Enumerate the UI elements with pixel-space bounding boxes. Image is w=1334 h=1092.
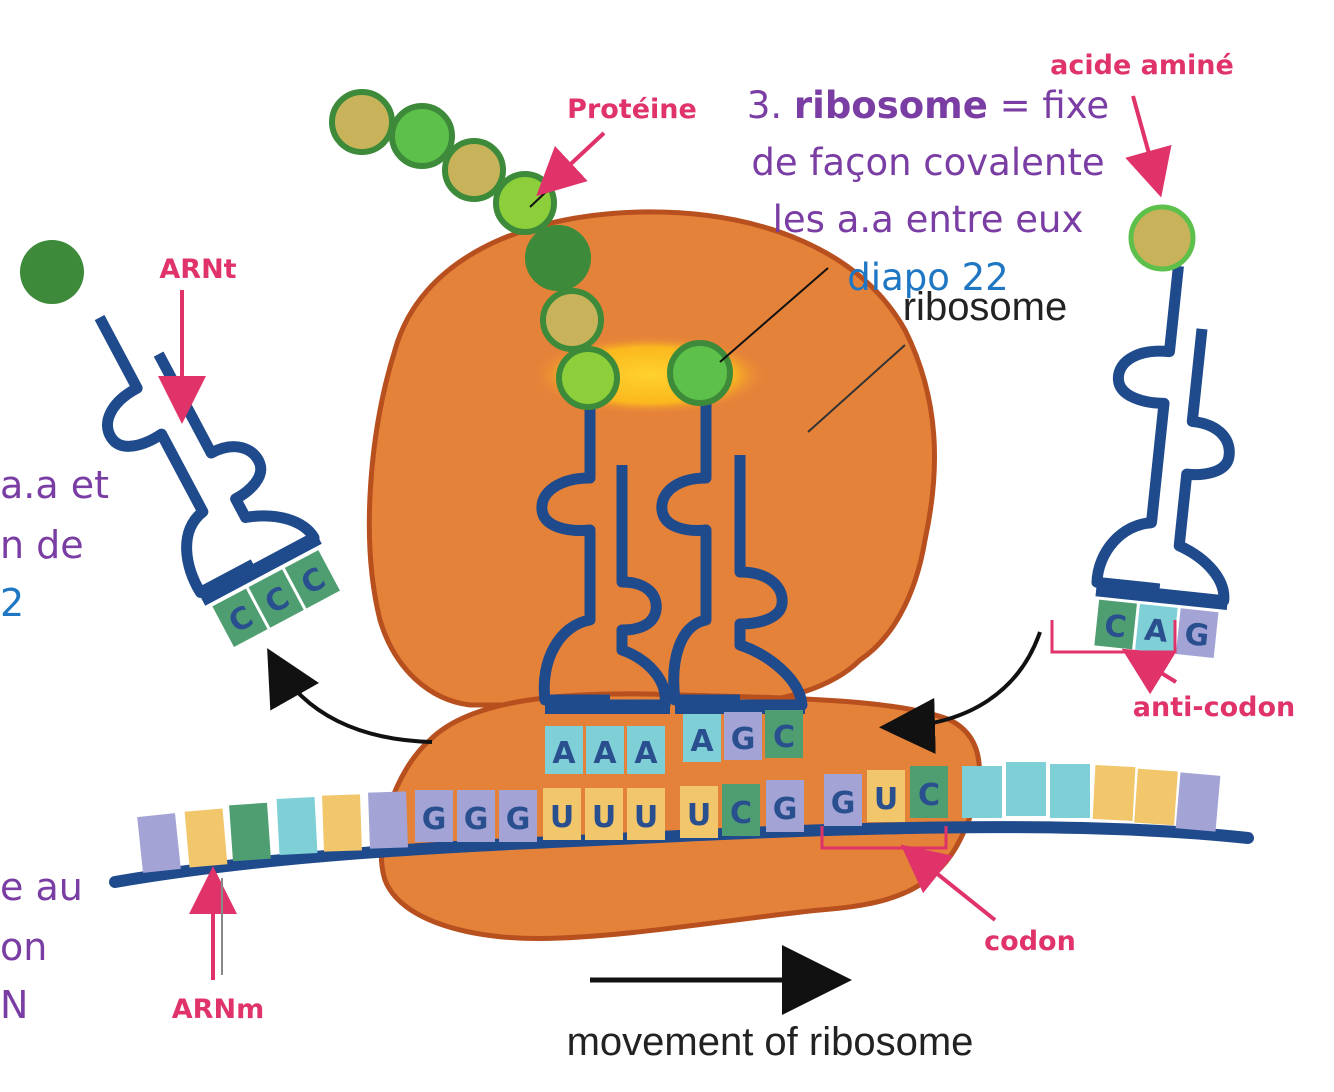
mrna-right-bases bbox=[962, 762, 1221, 832]
anticodon-letter: G bbox=[1183, 617, 1211, 654]
mrna-base: G bbox=[499, 790, 537, 842]
annotation-number: 3. bbox=[747, 84, 782, 127]
mrna-base: C bbox=[910, 766, 948, 818]
protein-chain bbox=[329, 89, 620, 410]
mrna-base-letter: C bbox=[918, 778, 940, 813]
mrna-base: U bbox=[585, 788, 623, 840]
mrna-base-letter: U bbox=[634, 800, 658, 835]
mrna-base: C bbox=[722, 784, 760, 836]
acide-amine-label: acide aminé bbox=[1050, 50, 1234, 81]
anti-codon-bracket bbox=[1050, 620, 1177, 654]
annotation-line-3: les a.a entre eux bbox=[773, 198, 1084, 241]
annotation-leader-line bbox=[719, 267, 829, 363]
mrna-base: G bbox=[415, 790, 453, 842]
trna-incoming: C A G bbox=[1091, 265, 1235, 658]
anticodon-letter: G bbox=[731, 722, 756, 757]
anticodon-letter: A bbox=[634, 736, 658, 771]
ribosome-large-subunit bbox=[366, 209, 938, 708]
anti-codon-label: anti-codon bbox=[1133, 692, 1295, 723]
annotation-line-2: de façon covalente bbox=[751, 141, 1104, 184]
anticodon-base: G bbox=[1175, 608, 1219, 658]
anticodon-letter: A bbox=[552, 736, 576, 771]
mrna-base: G bbox=[766, 780, 804, 832]
mrna-base-letter: G bbox=[831, 786, 856, 821]
mrna-base: U bbox=[867, 770, 905, 822]
anticodon-base: G bbox=[724, 712, 762, 760]
mrna-base-letter: G bbox=[506, 802, 531, 837]
anticodon-letter: A bbox=[690, 724, 714, 759]
anti-codon-arrow bbox=[1121, 648, 1178, 695]
annotation-bold-term: ribosome bbox=[794, 84, 988, 127]
mrna-base-letter: G bbox=[773, 792, 798, 827]
mrna-base-letter: C bbox=[730, 796, 752, 831]
mrna-base-letter: U bbox=[592, 800, 616, 835]
departing-trna-amino-acid bbox=[20, 240, 84, 304]
trna-p-site bbox=[536, 400, 671, 714]
anticodon-base: C bbox=[248, 569, 304, 628]
incoming-amino-acid bbox=[1128, 204, 1196, 272]
anticodon-base: C bbox=[284, 550, 340, 609]
mrna-base: U bbox=[627, 788, 665, 840]
mrna-left-bases bbox=[137, 791, 408, 873]
trna-exit-arrow bbox=[267, 648, 433, 744]
movement-label: movement of ribosome bbox=[567, 1020, 974, 1064]
trna-a-site-anticodon: A G C bbox=[683, 710, 803, 762]
anticodon-base: A bbox=[627, 726, 665, 774]
ribosome-leader-line bbox=[807, 344, 906, 433]
trna-p-site-anticodon: A A A bbox=[545, 726, 665, 774]
left-cutoff-text-2: n de bbox=[0, 523, 84, 567]
anticodon-base: A bbox=[683, 714, 721, 762]
trna-incoming-anticodon: C A G bbox=[1094, 599, 1219, 658]
mrna-base-letter: U bbox=[874, 782, 898, 817]
proteine-label: Protéine bbox=[567, 94, 697, 125]
mrna-base: G bbox=[457, 790, 495, 842]
left-cutoff-text-3: 2 bbox=[0, 581, 24, 625]
trna-departing: C C C bbox=[94, 314, 340, 648]
anticodon-base: C bbox=[212, 588, 268, 648]
left-cutoff-text-1: a.a et bbox=[0, 463, 109, 507]
mrna-base-letter: U bbox=[550, 800, 574, 835]
anticodon-base: C bbox=[765, 710, 803, 758]
anticodon-letter: A bbox=[1143, 613, 1171, 650]
codon-arrow bbox=[900, 844, 997, 922]
incoming-amino-acid-a-site bbox=[667, 340, 733, 406]
trna-entry-arrow bbox=[879, 631, 1042, 754]
anticodon-base: A bbox=[545, 726, 583, 774]
annotation-definition-start: = fixe bbox=[1000, 84, 1110, 127]
codon-bracket bbox=[820, 826, 948, 850]
mrna-base-letter: G bbox=[464, 802, 489, 837]
left-cutoff-text-4: e au bbox=[0, 865, 83, 909]
anticodon-letter: C bbox=[773, 720, 795, 755]
trna-departing-anticodon: C C C bbox=[212, 550, 340, 648]
anticodon-letter: A bbox=[593, 736, 617, 771]
mrna-base: U bbox=[543, 788, 581, 840]
arnt-label: ARNt bbox=[159, 254, 236, 285]
arnm-label: ARNm bbox=[172, 994, 264, 1025]
anticodon-letter: C bbox=[1103, 608, 1129, 645]
annotation-slide-ref: diapo 22 bbox=[847, 256, 1008, 299]
mrna-base-letter: G bbox=[422, 802, 447, 837]
left-cutoff-text-6: N bbox=[0, 983, 28, 1027]
anticodon-base: C bbox=[1094, 599, 1137, 650]
mrna-coding-bases: G G G U U U U C G G U C bbox=[415, 766, 948, 842]
codon-label: codon bbox=[984, 926, 1076, 957]
proteine-arrow bbox=[536, 131, 606, 197]
left-cutoff-text-5: on bbox=[0, 925, 47, 969]
anticodon-base: A bbox=[586, 726, 624, 774]
mrna-base-letter: U bbox=[687, 798, 711, 833]
mrna-base: G bbox=[824, 774, 862, 826]
anticodon-base: A bbox=[1135, 603, 1178, 654]
ribosome-label: ribosome bbox=[903, 285, 1068, 329]
acide-amine-arrow bbox=[1125, 95, 1172, 198]
annotation-line-1: 3. ribosome = fixe bbox=[747, 84, 1109, 127]
mrna-base: U bbox=[680, 786, 718, 838]
